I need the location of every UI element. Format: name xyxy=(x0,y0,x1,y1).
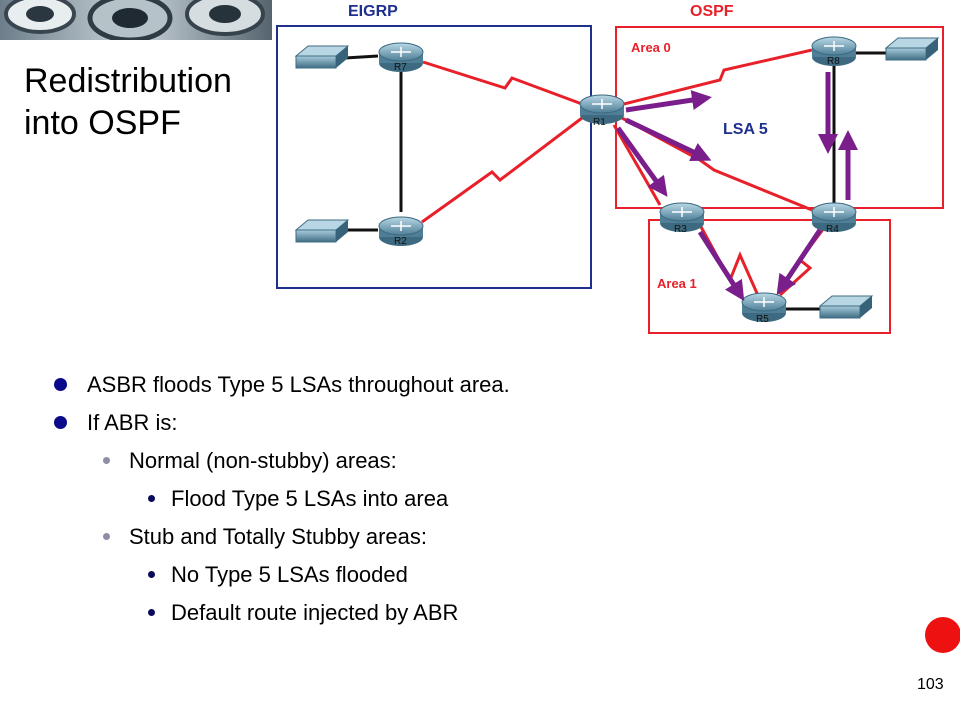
router-r3: R3 xyxy=(659,202,705,235)
area1-box xyxy=(648,219,891,334)
router-r7: R7 xyxy=(378,42,424,73)
bullet-dot-icon xyxy=(103,533,110,540)
router-r5: R5 xyxy=(741,292,787,325)
title-line-1: Redistribution xyxy=(24,62,232,100)
link-r2-r1 xyxy=(421,116,583,224)
sub-bullet-item: Normal (non-stubby) areas: xyxy=(50,442,690,480)
red-circle-icon xyxy=(925,617,960,653)
switch-icon xyxy=(885,37,939,61)
router-r1-label: R1 xyxy=(593,117,606,128)
eigrp-domain-box xyxy=(276,25,592,289)
link-sw-r7 xyxy=(344,54,379,60)
router-r1: R1 xyxy=(579,94,625,128)
bullet-text: If ABR is: xyxy=(87,410,178,435)
lsa5-label: LSA 5 xyxy=(723,121,768,138)
bullet-dot-icon xyxy=(148,495,155,502)
sub-sub-bullet-item: Flood Type 5 LSAs into area xyxy=(50,480,690,518)
arrow-r4-to-r5 xyxy=(776,228,823,295)
router-r4-label: R4 xyxy=(826,224,839,235)
bullet-text: Flood Type 5 LSAs into area xyxy=(171,486,449,511)
bullet-text: Stub and Totally Stubby areas: xyxy=(129,524,428,549)
bullet-text: ASBR floods Type 5 LSAs throughout area. xyxy=(87,372,510,397)
title-line-2: into OSPF xyxy=(24,104,181,142)
bullet-text: No Type 5 LSAs flooded xyxy=(171,562,408,587)
switch-icon xyxy=(295,219,349,243)
page-number: 103 xyxy=(917,676,944,693)
sub-sub-bullet-item: No Type 5 LSAs flooded xyxy=(50,556,690,594)
bullet-item: If ABR is: xyxy=(50,404,690,442)
area0-label: Area 0 xyxy=(631,40,671,55)
corner-photo xyxy=(0,0,272,40)
slide-title: Redistribution into OSPF xyxy=(24,60,232,144)
sub-sub-bullet-item: Default route injected by ABR xyxy=(50,594,690,632)
router-r2: R2 xyxy=(378,216,424,247)
router-r8: R8 xyxy=(811,36,857,67)
bullet-text: Default route injected by ABR xyxy=(171,600,459,625)
router-r4: R4 xyxy=(811,202,857,235)
link-r1-r3 xyxy=(612,124,662,206)
router-r2-label: R2 xyxy=(394,236,407,247)
network-diagram: EIGRP OSPF Area 0 Area 1 LSA 5 R7 R2 R1 xyxy=(276,3,944,334)
bullet-dot-icon xyxy=(148,609,155,616)
eigrp-label: EIGRP xyxy=(348,3,398,20)
ospf-label: OSPF xyxy=(690,3,734,20)
arrow-r1-to-r3 xyxy=(615,126,668,197)
bullet-item: ASBR floods Type 5 LSAs throughout area. xyxy=(50,366,690,404)
bullet-dot-icon xyxy=(54,378,67,391)
link-r3-r5 xyxy=(698,224,762,301)
arrow-r1-to-r4 xyxy=(624,117,712,162)
arrow-r1-to-area0-east xyxy=(625,90,712,113)
area1-label: Area 1 xyxy=(657,276,697,291)
sub-bullet-item: Stub and Totally Stubby areas: xyxy=(50,518,690,556)
bullet-dot-icon xyxy=(54,416,67,429)
bullet-dot-icon xyxy=(103,457,110,464)
router-r8-label: R8 xyxy=(827,56,840,67)
bullet-dot-icon xyxy=(148,571,155,578)
lsa5-flood-arrows xyxy=(615,72,858,302)
switch-icon xyxy=(295,45,349,69)
router-r7-label: R7 xyxy=(394,62,407,73)
arrow-r3-to-r5 xyxy=(697,230,745,302)
bullet-list: ASBR floods Type 5 LSAs throughout area.… xyxy=(50,366,690,632)
switch-icon xyxy=(819,295,873,319)
router-r3-label: R3 xyxy=(674,224,687,235)
link-r7-r1 xyxy=(422,60,583,106)
link-r1-r8 xyxy=(623,48,813,106)
router-r5-label: R5 xyxy=(756,314,769,325)
bullet-text: Normal (non-stubby) areas: xyxy=(129,448,397,473)
